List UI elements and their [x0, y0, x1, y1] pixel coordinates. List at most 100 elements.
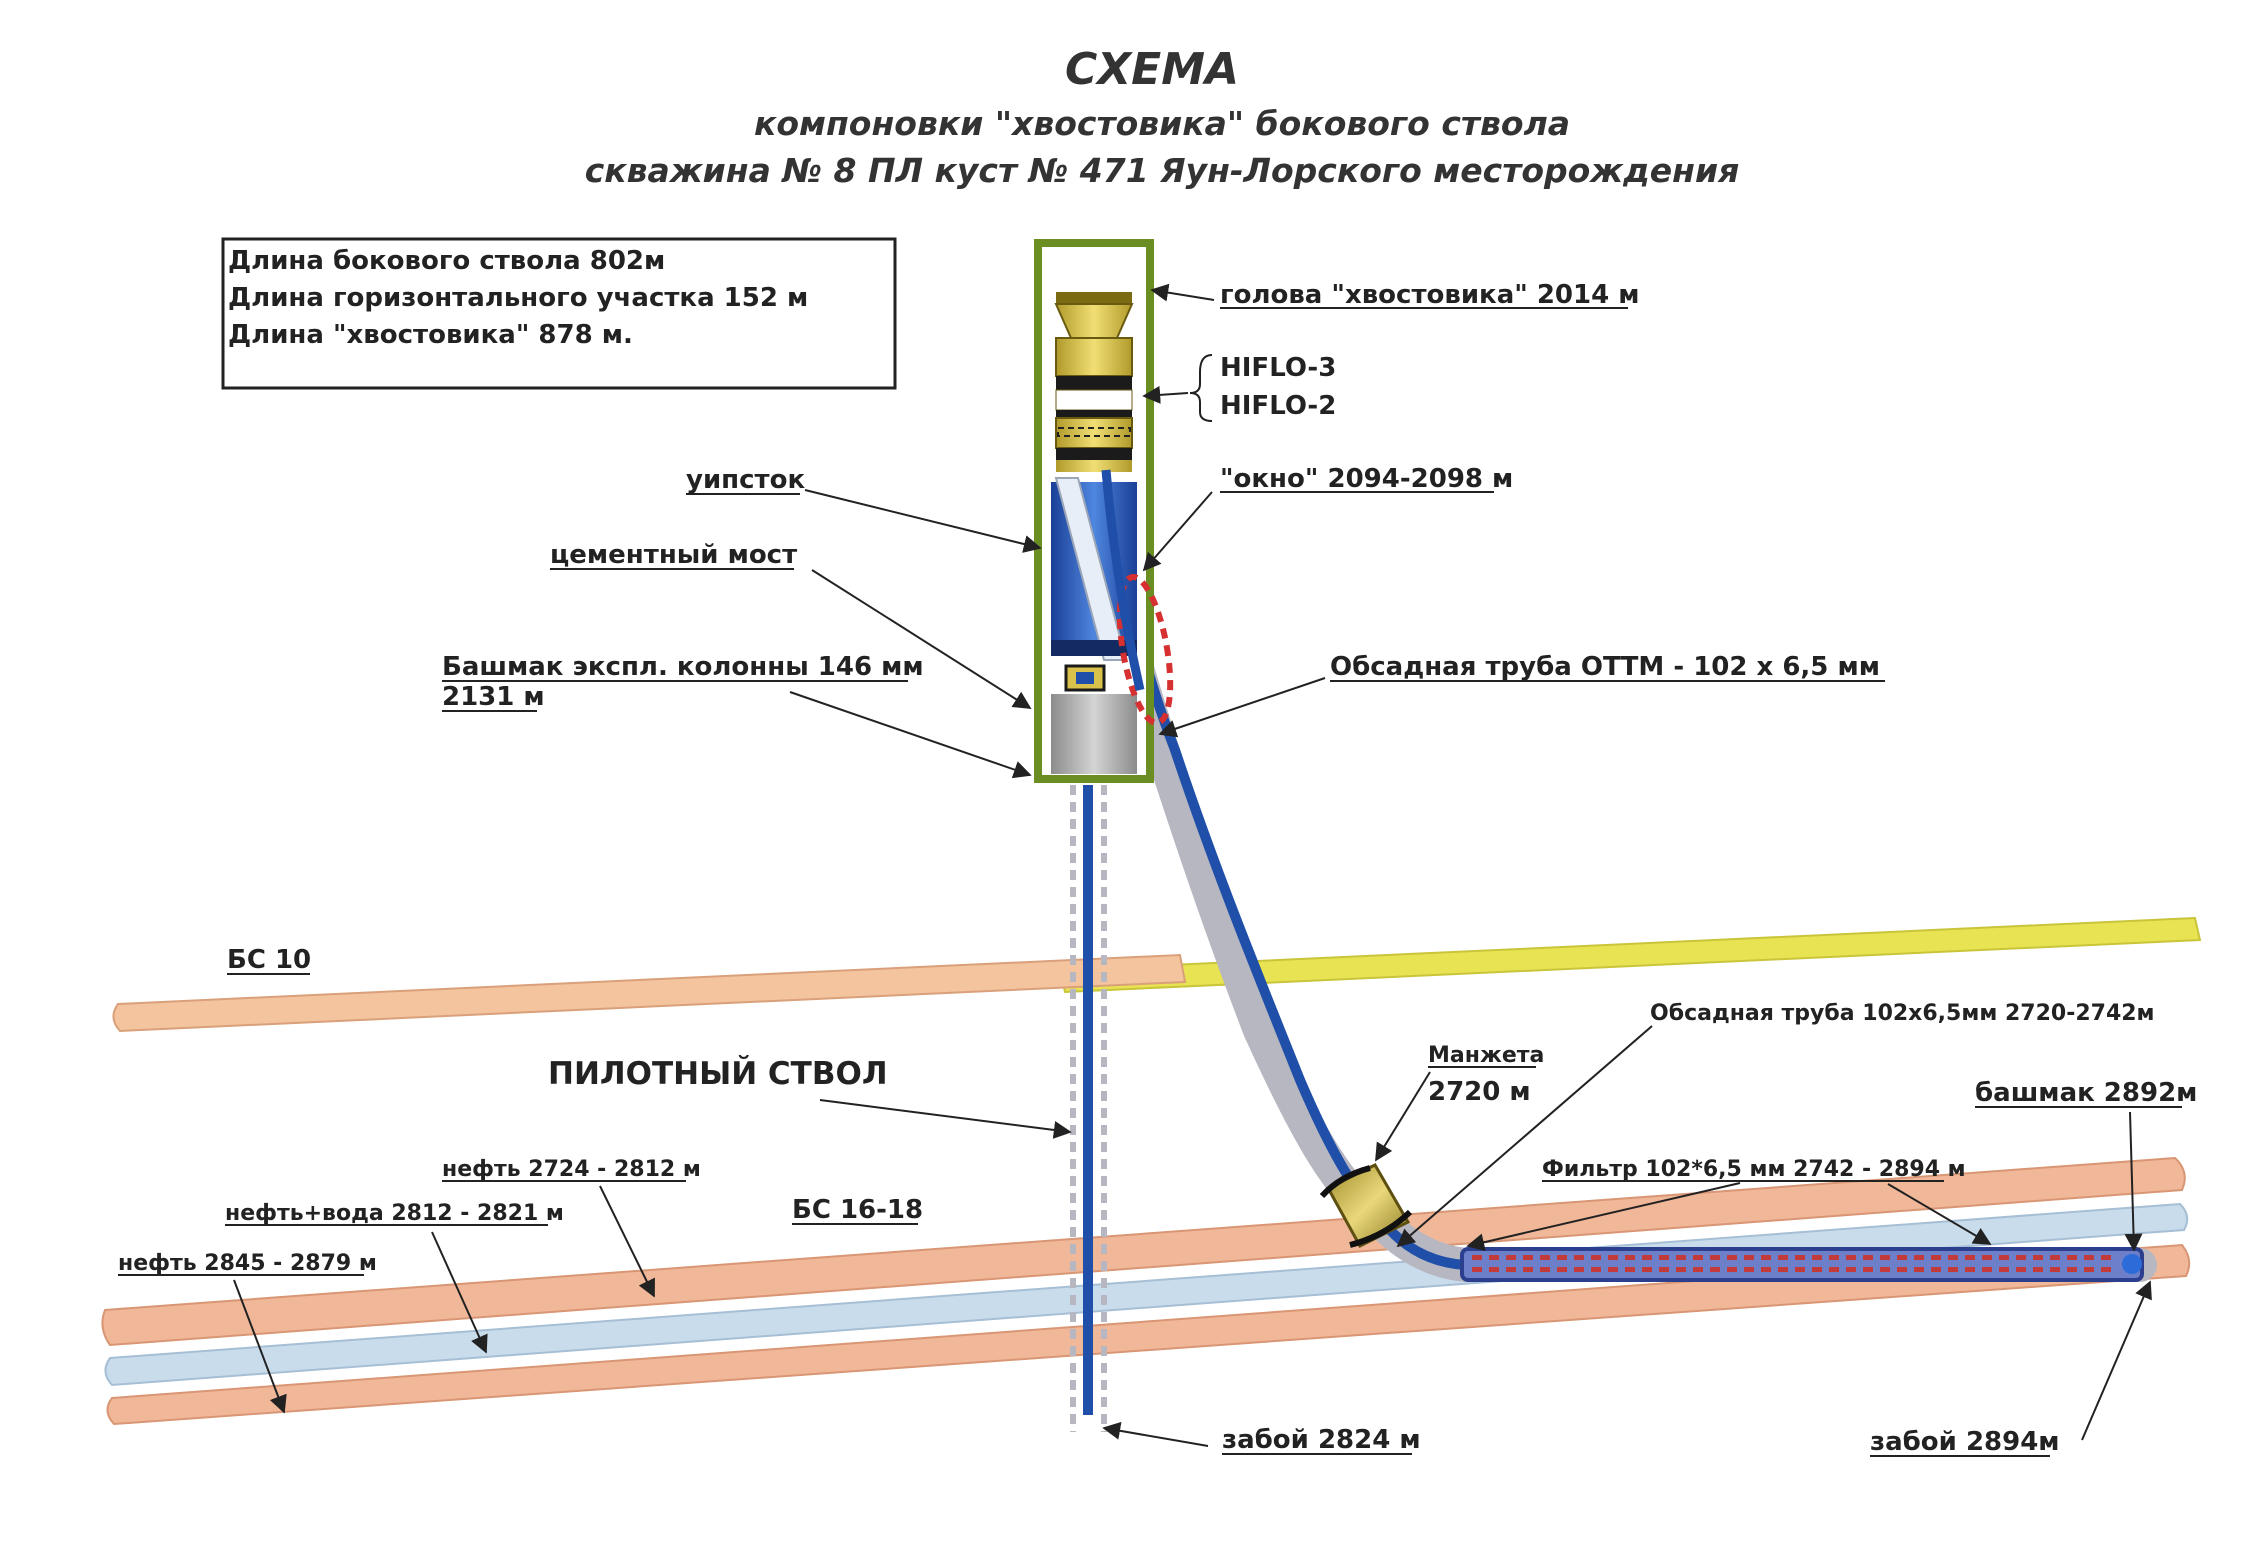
filter-perforation: [1829, 1255, 1839, 1260]
filter-section: [1460, 1247, 2144, 1282]
filter-perforation: [1693, 1267, 1703, 1272]
production-casing: [1034, 239, 1154, 783]
filter-perforation: [1846, 1267, 1856, 1272]
filter-perforation: [1506, 1255, 1516, 1260]
label-cuff-line1: Манжета: [1428, 1043, 1544, 1068]
diagram-title: СХЕМА: [1065, 44, 1239, 95]
label-pilot-bore: ПИЛОТНЫЙ СТВОЛ: [548, 1056, 888, 1092]
filter-perforation: [1591, 1267, 1601, 1272]
filter-perforation: [2050, 1267, 2060, 1272]
filter-perforation: [1659, 1267, 1669, 1272]
filter-perforation: [1914, 1255, 1924, 1260]
filter-perforation: [1591, 1255, 1601, 1260]
info-lateral-length: Длина бокового ствола 802м: [228, 246, 665, 276]
filter-perforation: [1693, 1255, 1703, 1260]
filter-perforation: [2084, 1267, 2094, 1272]
info-liner-length: Длина "хвостовика" 878 м.: [228, 320, 633, 350]
filter-perforation: [1523, 1267, 1533, 1272]
filter-perforation: [1846, 1255, 1856, 1260]
label-shoe-line2: 2131 м: [442, 682, 545, 712]
filter-perforation: [1710, 1255, 1720, 1260]
filter-perforation: [1778, 1255, 1788, 1260]
filter-perforation: [1948, 1267, 1958, 1272]
casing-through-window: [1101, 469, 1145, 691]
label-casing-2: Обсадная труба 102х6,5мм 2720-2742м: [1650, 1001, 2155, 1026]
filter-perforation: [1999, 1267, 2009, 1272]
filter-perforation: [1642, 1255, 1652, 1260]
filter-perforation: [1625, 1267, 1635, 1272]
cuff-packer: [1319, 1163, 1413, 1248]
label-filter: Фильтр 102*6,5 мм 2742 - 2894 м: [1542, 1157, 1966, 1182]
filter-perforation: [1778, 1267, 1788, 1272]
filter-perforation: [1557, 1255, 1567, 1260]
filter-perforation: [1727, 1267, 1737, 1272]
oil-layer-2: [106, 1243, 2191, 1426]
filter-perforation: [1880, 1255, 1890, 1260]
filter-perforation: [1982, 1255, 1992, 1260]
filter-perforation: [1965, 1267, 1975, 1272]
filter-perforation: [1710, 1267, 1720, 1272]
label-window: "окно" 2094-2098 м: [1220, 464, 1513, 494]
label-liner-head: голова "хвостовика" 2014 м: [1220, 280, 1640, 310]
filter-perforation: [1829, 1267, 1839, 1272]
filter-perforation: [1642, 1267, 1652, 1272]
sidetrack-casing: [1101, 465, 1470, 1270]
filter-perforation: [2016, 1267, 2026, 1272]
filter-perforation: [1472, 1267, 1482, 1272]
filter-perforation: [1625, 1255, 1635, 1260]
filter-perforation: [1965, 1255, 1975, 1260]
filter-perforation: [1931, 1267, 1941, 1272]
filter-perforation: [1795, 1255, 1805, 1260]
label-bs10: БС 10: [227, 945, 311, 975]
filter-perforation: [1948, 1255, 1958, 1260]
filter-perforation: [2101, 1267, 2111, 1272]
label-shoe-2: башмак 2892м: [1975, 1078, 2197, 1108]
oil-layer-1: [101, 1156, 2186, 1347]
filter-perforation: [2067, 1267, 2077, 1272]
filter-perforation: [2016, 1255, 2026, 1260]
filter-perforation: [2050, 1255, 2060, 1260]
label-shoe-line1: Башмак экспл. колонны 146 мм: [442, 652, 924, 682]
bs10-layer: [112, 953, 1187, 1033]
filter-perforation: [2033, 1267, 2043, 1272]
filter-perforation: [1897, 1267, 1907, 1272]
filter-perforation: [1744, 1267, 1754, 1272]
filter-perforation: [1727, 1255, 1737, 1260]
label-oil-1: нефть 2724 - 2812 м: [442, 1157, 701, 1182]
filter-perforation: [2067, 1255, 2077, 1260]
filter-perforation: [1999, 1255, 2009, 1260]
filter-perforation: [2084, 1255, 2094, 1260]
filter-perforation: [2033, 1255, 2043, 1260]
filter-perforation: [1608, 1267, 1618, 1272]
filter-perforation: [1914, 1267, 1924, 1272]
label-casing: Обсадная труба ОТТМ - 102 х 6,5 мм: [1330, 652, 1880, 682]
diagram-subtitle-1: компоновки "хвостовика" бокового ствола: [754, 104, 1570, 143]
filter-perforation: [1897, 1255, 1907, 1260]
filter-perforation: [1489, 1267, 1499, 1272]
filter-perforation: [1761, 1267, 1771, 1272]
filter-perforation: [1523, 1255, 1533, 1260]
filter-perforation: [1812, 1255, 1822, 1260]
filter-perforation: [1540, 1267, 1550, 1272]
filter-perforation: [1863, 1255, 1873, 1260]
label-oil-water: нефть+вода 2812 - 2821 м: [225, 1201, 564, 1226]
filter-perforation: [1676, 1267, 1686, 1272]
label-hiflo3: HIFLO-3: [1220, 353, 1336, 383]
filter-perforation: [1574, 1255, 1584, 1260]
filter-perforation: [1982, 1267, 1992, 1272]
filter-perforation: [1812, 1267, 1822, 1272]
label-hiflo2: HIFLO-2: [1220, 391, 1336, 421]
label-bottom-1: забой 2824 м: [1222, 1425, 1421, 1455]
label-cement-bridge: цементный мост: [550, 540, 797, 570]
hiflo-brace: [1189, 354, 1213, 422]
filter-perforation: [1744, 1255, 1754, 1260]
filter-perforation: [1489, 1255, 1499, 1260]
filter-perforation: [1880, 1267, 1890, 1272]
filter-perforation: [1863, 1267, 1873, 1272]
filter-perforation: [1574, 1267, 1584, 1272]
filter-perforation: [1676, 1255, 1686, 1260]
filter-perforation: [1608, 1255, 1618, 1260]
label-oil-2: нефть 2845 - 2879 м: [118, 1251, 377, 1276]
info-box: [221, 237, 897, 390]
